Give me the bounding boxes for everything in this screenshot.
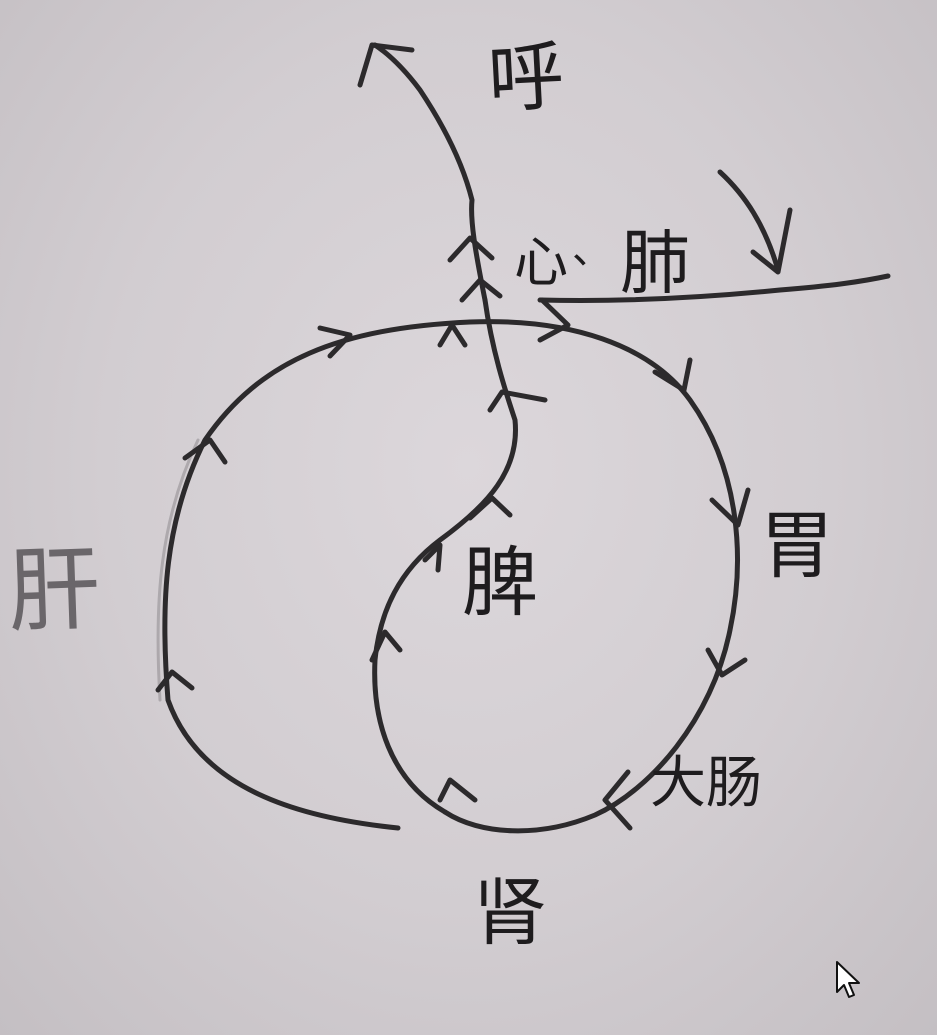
label-large-intestine: 大肠 xyxy=(650,751,762,816)
label-liver: 肝 xyxy=(6,535,102,646)
exhale-arrowhead xyxy=(357,42,415,88)
heart-arrow-3 xyxy=(437,322,468,348)
label-exhale: 呼 xyxy=(485,31,567,124)
spleen-ascending-path xyxy=(372,297,519,815)
spleen-arrow-2 xyxy=(369,629,403,663)
label-spleen: 脾 xyxy=(462,538,538,627)
exhale-path xyxy=(372,42,488,303)
inhale-arrow xyxy=(717,169,781,273)
liver-ascending-path xyxy=(162,319,473,831)
heart-arrow-1 xyxy=(447,235,495,263)
spleen-arrow-1 xyxy=(437,777,478,803)
spleen-arrow-4 xyxy=(467,495,513,521)
liver-arrow-1 xyxy=(155,669,195,693)
stomach-arrow-4 xyxy=(705,647,748,678)
stomach-arrow-3 xyxy=(709,487,751,528)
heart-arrow-2 xyxy=(459,277,503,303)
mouse-cursor-icon xyxy=(836,961,860,998)
inhale-arrowhead xyxy=(750,207,793,275)
label-separator: 、 xyxy=(572,227,612,273)
liver-arrow-2 xyxy=(182,437,228,465)
label-heart: 心 xyxy=(514,231,568,294)
lung-path xyxy=(537,273,891,304)
spleen-arrow-3 xyxy=(422,542,443,573)
spleen-arrow-5 xyxy=(487,389,548,413)
liver-arrow-3 xyxy=(317,325,353,359)
label-lung: 肺 xyxy=(620,222,690,304)
stomach-arrow-2 xyxy=(652,357,693,393)
label-kidney: 肾 xyxy=(473,870,547,956)
label-stomach: 胃 xyxy=(760,503,834,589)
liver-shading xyxy=(156,438,200,702)
stomach-arrow-1 xyxy=(537,297,571,343)
stomach-arrow-5 xyxy=(602,769,633,831)
stomach-descending-path xyxy=(442,319,740,834)
